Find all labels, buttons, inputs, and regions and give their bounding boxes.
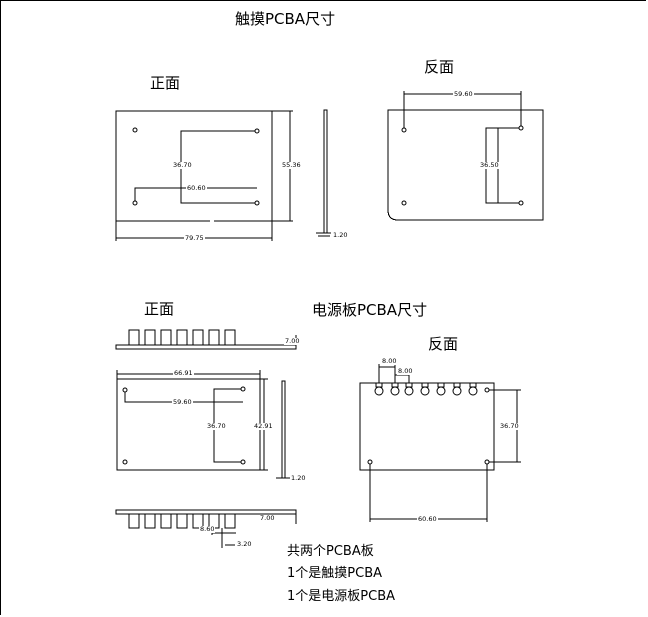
power-back-board [359,382,495,471]
dim-power-pitch-a: 8.60 [199,525,216,533]
dim-power-width: 66.91 [173,369,194,377]
power-front-board [116,378,261,471]
dim-touch-front-vertical: 36.70 [172,161,193,169]
touch-front-label: 正面 [150,74,181,92]
touch-back-board [387,109,544,221]
dim-touch-back-top: 59.60 [453,90,474,98]
dim-touch-front-width: 79.75 [184,234,205,242]
power-title: 电源板PCBA尺寸 [312,301,428,319]
touch-back-label: 反面 [424,58,455,76]
note-line-1: 共两个PCBA板 [287,544,374,559]
dim-power-height: 42.91 [253,422,274,430]
dim-power-hole-span: 59.60 [172,398,193,406]
touch-title: 触摸PCBA尺寸 [235,10,336,28]
dim-touch-front-height: 55.36 [281,161,302,169]
power-back-label: 反面 [428,335,459,353]
dim-touch-back-vertical: 36.50 [479,161,500,169]
dim-touch-front-horizontal: 60.60 [186,184,207,192]
dim-power-back-pitch-1: 8.00 [381,357,398,365]
dim-power-side-top-height: 7.00 [284,337,301,345]
note-line-3: 1个是电源板PCBA [287,589,395,604]
dim-power-back-horizontal: 60.60 [417,515,438,523]
dim-power-side-bottom-height: 7.00 [259,514,276,522]
note-line-2: 1个是触摸PCBA [287,566,382,581]
dim-power-back-vertical: 36.70 [499,422,520,430]
dim-power-pitch-b: 3.20 [236,540,253,548]
dim-power-thickness: 1.20 [290,474,307,482]
power-front-label: 正面 [144,300,175,318]
touch-side-view [323,109,328,234]
dim-touch-thickness: 1.20 [332,231,349,239]
dim-power-vertical: 36.70 [206,422,227,430]
touch-front-board [115,110,273,222]
dim-power-back-pitch-2: 8.00 [397,367,414,375]
